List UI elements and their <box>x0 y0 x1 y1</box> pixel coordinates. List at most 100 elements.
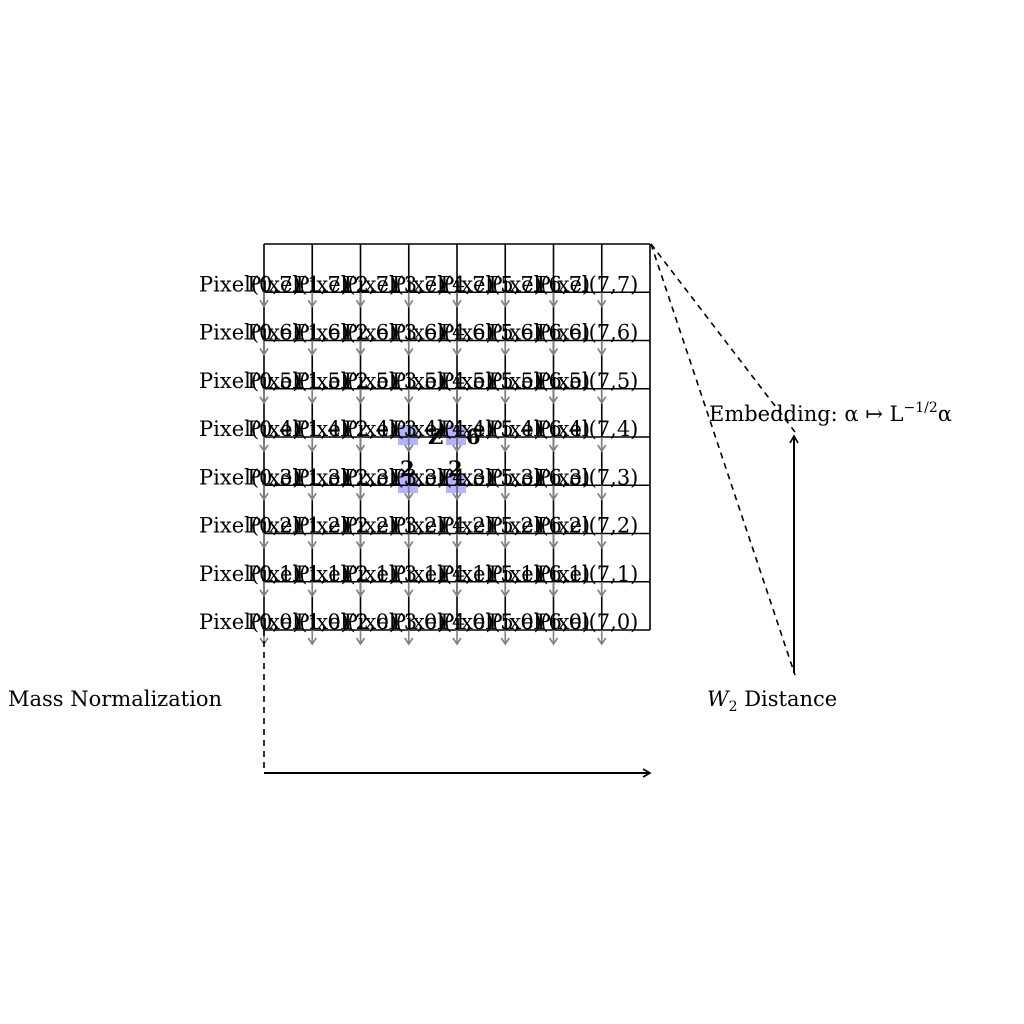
pixel-label: Pixel(5,6) <box>440 321 542 345</box>
pixel-label: Pixel(4,3) <box>392 465 494 489</box>
flow-arrow-head <box>259 492 269 501</box>
pixel-label: Pixel(5,5) <box>440 369 542 393</box>
flow-arrow-head <box>500 348 510 356</box>
highlight-cell <box>446 425 466 445</box>
pixel-label: Pixel(6,6) <box>489 321 591 345</box>
flow-arrow-head <box>548 348 559 356</box>
pixel-label: Pixel(4,5) <box>392 369 494 393</box>
flow-arrow-head <box>307 348 317 356</box>
pixel-label: Pixel(7,1) <box>537 562 639 586</box>
flow-arrow-head <box>452 541 462 549</box>
flow-arrow-head <box>548 541 559 549</box>
flow-arrow-head <box>404 589 414 598</box>
pixel-label: Pixel(0,0) <box>199 610 301 634</box>
pixel-label: Pixel(4,0) <box>392 610 494 634</box>
pixel-label: Pixel(6,7) <box>489 272 591 296</box>
flow-arrow-head <box>597 396 607 405</box>
flow-arrow-head <box>597 492 607 501</box>
pixel-label: Pixel(2,5) <box>296 369 398 393</box>
cell-overlay-glyph: 2 <box>448 456 463 481</box>
pixel-label: Pixel(5,1) <box>440 562 542 586</box>
embedding-label-exponent: −1/2 <box>904 400 938 416</box>
flow-arrow-head <box>597 299 607 308</box>
embedding-label-main: Embedding: α ↦ L <box>709 402 904 426</box>
pixel-label: Pixel(3,3) <box>344 465 446 489</box>
pixel-label: Pixel(7,5) <box>537 369 639 393</box>
flow-arrow-head <box>548 637 559 646</box>
pixel-label: Pixel(6,5) <box>489 369 591 393</box>
pixel-label: Pixel(4,7) <box>392 272 494 296</box>
distance-label: W2 Distance <box>707 687 837 715</box>
pixel-label: Pixel(4,1) <box>392 562 494 586</box>
pixel-label: Pixel(2,3) <box>296 465 398 489</box>
pixel-label: Pixel(5,3) <box>440 465 542 489</box>
flow-arrow-head <box>307 541 317 549</box>
flow-arrow-head <box>404 299 414 308</box>
pixel-label: Pixel(3,2) <box>344 514 446 538</box>
pixel-label: Pixel(1,6) <box>247 321 349 345</box>
flow-arrow-head <box>355 541 366 549</box>
pixel-labels: Pixel(0,0)Pixel(1,0)Pixel(2,0)Pixel(3,0)… <box>199 272 638 634</box>
pixel-label: Pixel(1,4) <box>247 417 349 441</box>
pixel-label: Pixel(4,6) <box>392 321 494 345</box>
highlight-cell <box>446 473 466 493</box>
embedding-label: Embedding: α ↦ L−1/2α <box>709 400 952 426</box>
pixel-label: Pixel(2,7) <box>296 272 398 296</box>
flow-arrow-head <box>500 492 510 501</box>
pixel-label: Pixel(1,3) <box>247 465 349 489</box>
pixel-label: Pixel(7,3) <box>537 465 639 489</box>
flow-arrow-head <box>259 589 269 598</box>
pixel-label: Pixel(1,1) <box>247 562 349 586</box>
flow-arrow-head <box>307 637 317 646</box>
pixel-label: Pixel(6,0) <box>489 610 591 634</box>
pixel-label: Pixel(7,6) <box>537 321 639 345</box>
flow-arrow-head <box>500 637 510 646</box>
pixel-label: Pixel(3,5) <box>344 369 446 393</box>
pixel-label: Pixel(3,6) <box>344 321 446 345</box>
distance-subscript: 2 <box>729 699 738 715</box>
pixel-label: Pixel(6,4) <box>489 417 591 441</box>
pixel-label: Pixel(7,0) <box>537 610 639 634</box>
distance-word: Distance <box>738 687 838 711</box>
pixel-flow-arrows <box>259 292 607 646</box>
flow-arrow-head <box>259 541 269 549</box>
flow-arrow-head <box>597 589 607 598</box>
flow-arrow-head <box>500 589 510 598</box>
flow-arrow-head <box>259 444 269 453</box>
flow-arrow-head <box>355 348 366 356</box>
pixel-label: Pixel(0,2) <box>199 514 301 538</box>
flow-arrow-head <box>404 492 414 501</box>
flow-arrow-head <box>259 396 269 405</box>
flow-arrow-head <box>404 541 414 549</box>
pixel-label: Pixel(3,1) <box>344 562 446 586</box>
cell-overlay-glyph: 2 <box>400 456 415 481</box>
flow-arrow-head <box>355 589 366 598</box>
pixel-label: Pixel(5,7) <box>440 272 542 296</box>
mass-normalization-label: Mass Normalization <box>8 687 222 711</box>
pixel-label: Pixel(6,3) <box>489 465 591 489</box>
flow-arrow-head <box>307 444 317 453</box>
pixel-label: Pixel(6,1) <box>489 562 591 586</box>
pixel-label: Pixel(5,0) <box>440 610 542 634</box>
pixel-label: Pixel(6,2) <box>489 514 591 538</box>
flow-arrow-head <box>355 396 366 405</box>
flow-arrow-head <box>500 541 510 549</box>
pixel-label: Pixel(2,4) <box>296 417 398 441</box>
pixel-label: Pixel(7,2) <box>537 514 639 538</box>
embedding-dashed-line-lower <box>650 243 796 676</box>
flow-arrow-head <box>404 444 414 453</box>
flow-arrow-head <box>259 348 269 356</box>
flow-arrow-head <box>597 541 607 549</box>
flow-arrow-head <box>500 299 510 308</box>
pixel-label: Pixel(1,7) <box>247 272 349 296</box>
flow-arrow-head <box>452 396 462 405</box>
flow-arrow-head <box>548 444 559 453</box>
cell-overlay-glyph: Z <box>428 424 443 449</box>
flow-arrow-head <box>548 299 559 308</box>
flow-arrow-head <box>307 589 317 598</box>
pixel-label: Pixel(5,4) <box>440 417 542 441</box>
flow-arrow-head <box>548 589 559 598</box>
flow-arrow-head <box>452 637 462 646</box>
cell-overlay-glyph: 6 <box>466 424 481 449</box>
